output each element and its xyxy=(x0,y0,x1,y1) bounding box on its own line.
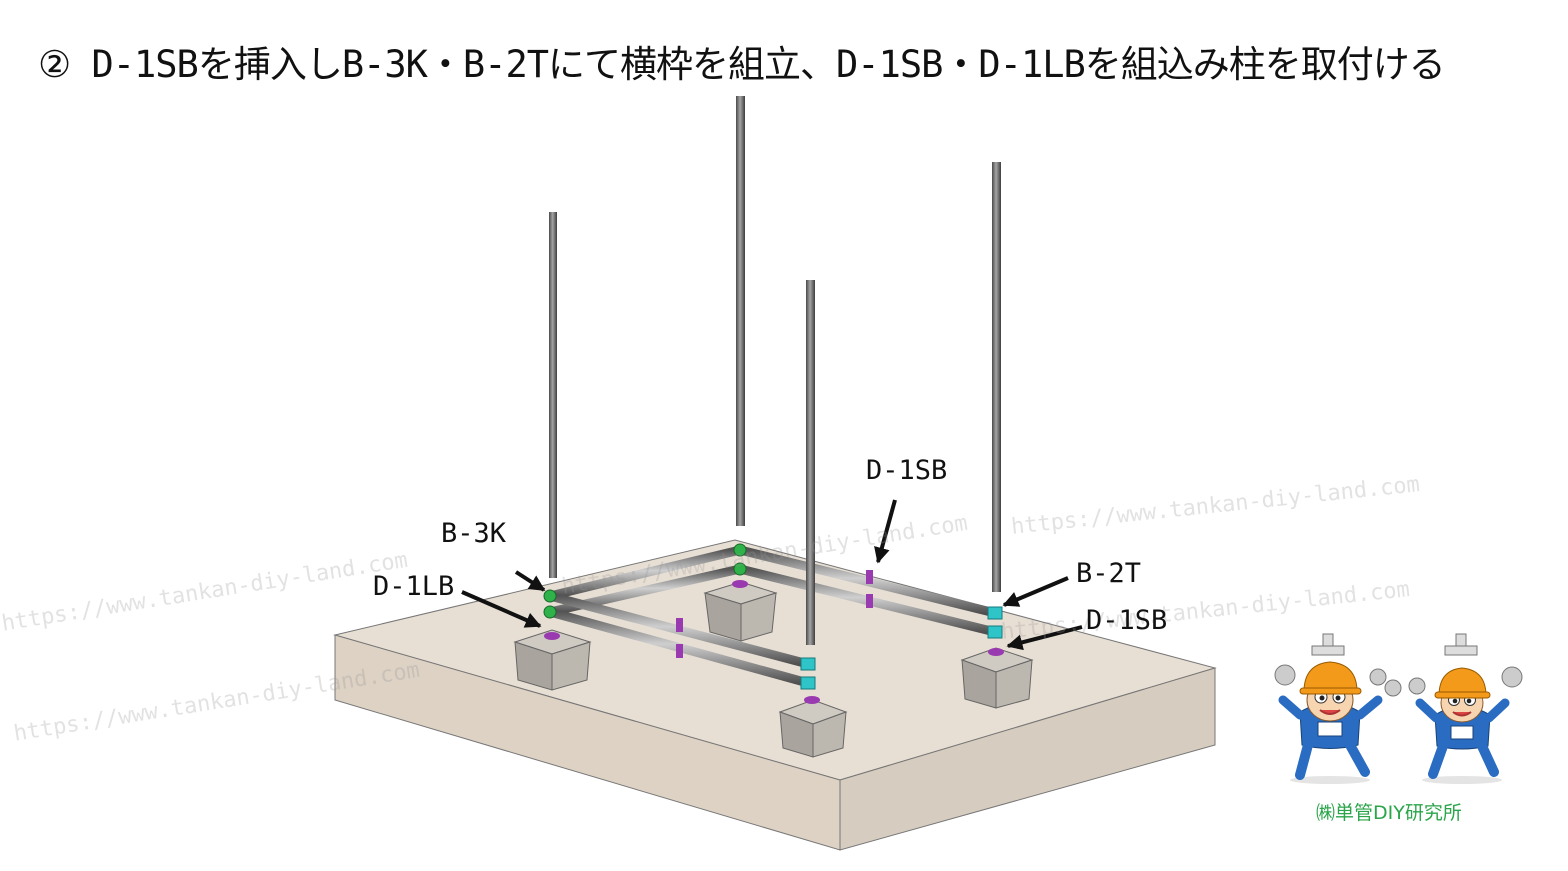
joints xyxy=(543,543,1004,704)
vertical-posts xyxy=(549,96,1001,645)
base-block-front xyxy=(778,699,848,758)
joint-d1sb-front-base xyxy=(804,696,820,704)
joint-b3k-back-upper xyxy=(733,543,747,557)
page-title: ② D-1SBを挿入しB-3K・B-2Tにて横枠を組立、D-1SB・D-1LBを… xyxy=(38,43,1446,86)
joint-b2t-front-lower xyxy=(800,676,816,690)
joint-d1sb-front-upper xyxy=(676,618,683,632)
clamp-icons xyxy=(1274,664,1523,697)
arrow-d1sb-top xyxy=(874,499,897,564)
joint-d1sb-front-lower xyxy=(676,644,683,658)
base-block-right xyxy=(960,647,1034,709)
joint-d1sb-mid-lower xyxy=(866,594,873,608)
joint-b2t-right-lower xyxy=(987,625,1003,639)
joint-base-back xyxy=(732,580,748,588)
label-b3k: B-3K xyxy=(441,518,507,549)
arrow-d1lb xyxy=(461,590,542,628)
arrow-b2t xyxy=(1002,576,1069,607)
base-block-left xyxy=(513,629,592,691)
joint-d1sb-right xyxy=(988,648,1004,656)
arrow-d1sb-right xyxy=(1006,625,1083,651)
joint-b2t-right-upper xyxy=(987,606,1003,620)
joint-b3k-back-lower xyxy=(733,562,747,576)
joint-d1sb-mid-upper xyxy=(866,570,873,584)
arrow-b3k xyxy=(514,570,546,592)
joint-b3k-lower xyxy=(543,605,557,619)
mascot-illustration xyxy=(1274,633,1523,784)
company-name: ㈱単管DIY研究所 xyxy=(1316,802,1462,824)
joint-b2t-front-upper xyxy=(800,657,816,671)
callout-arrows xyxy=(461,499,1083,651)
label-d1sb-top: D-1SB xyxy=(866,455,948,486)
label-d1lb: D-1LB xyxy=(373,571,455,602)
base-block-back xyxy=(703,581,778,642)
tee-joint-icon-right xyxy=(1444,633,1478,656)
tee-joint-icon-left xyxy=(1311,633,1345,656)
joint-d1lb-left xyxy=(544,632,560,640)
label-b2t: B-2T xyxy=(1076,558,1142,589)
label-d1sb-right: D-1SB xyxy=(1086,605,1168,636)
mascot-worker-right xyxy=(1415,667,1510,784)
mascot-worker-left xyxy=(1278,661,1383,784)
slab-right xyxy=(839,667,1216,851)
joint-b3k-upper xyxy=(543,589,557,603)
